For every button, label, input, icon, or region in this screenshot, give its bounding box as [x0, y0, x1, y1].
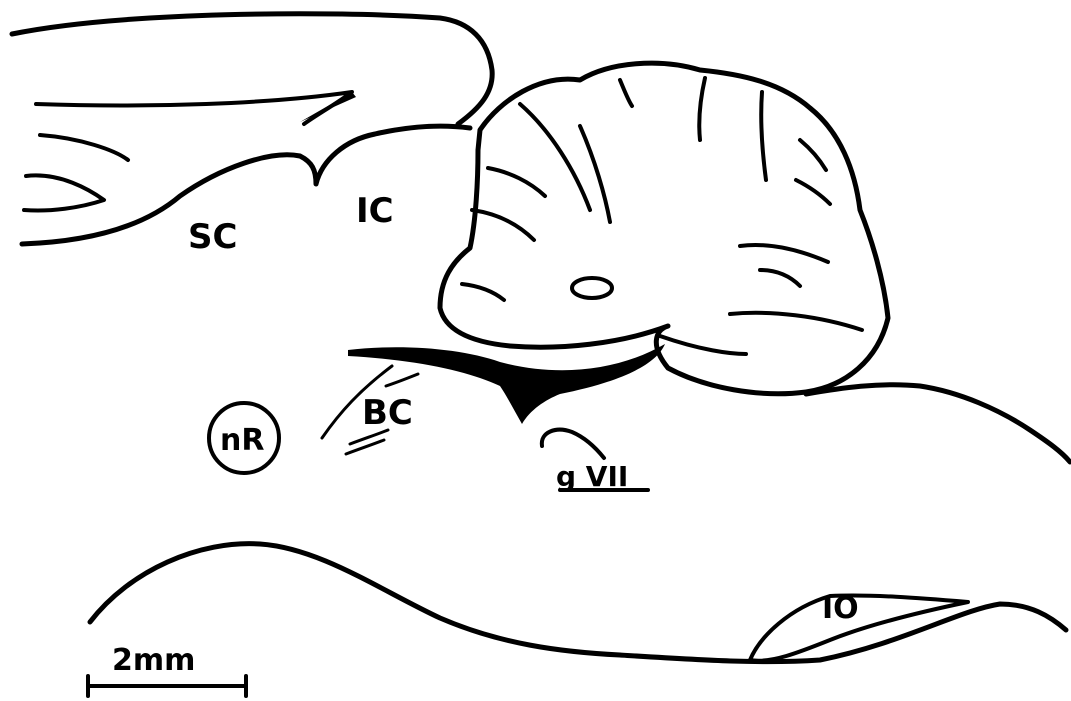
brainstem-ventral-surface	[90, 544, 1066, 662]
cerebellum-folium-14	[660, 336, 746, 354]
cerebrum-fold-lower	[24, 175, 104, 210]
cerebellum-folium-10	[730, 313, 862, 330]
label-ic: IC	[356, 191, 394, 231]
cerebellum-folium-7	[796, 180, 830, 204]
label-scale-bar: 2mm	[112, 643, 195, 678]
label-sc: SC	[188, 217, 237, 257]
label-inferior-olive: IO	[822, 591, 859, 626]
cerebellum-folium-4	[699, 78, 705, 140]
cerebellum-folium-3	[620, 80, 632, 106]
cerebellum-folium-9	[760, 270, 800, 286]
cerebellum-folium-5	[761, 92, 766, 180]
cerebellum-folium-13	[462, 284, 504, 300]
cerebellum-folium-2	[580, 126, 610, 222]
brainstem-dorsal-surface	[806, 385, 1070, 462]
label-bc: BC	[362, 393, 413, 433]
cerebrum-outline	[12, 14, 492, 124]
cerebellar-nucleus-oval	[572, 278, 612, 298]
cerebellum-folium-6	[800, 140, 826, 170]
cerebellum-folium-1	[520, 104, 590, 210]
label-nr: nR	[220, 423, 264, 458]
cerebrum-fold	[40, 135, 128, 160]
bc-fibre-line-2	[386, 374, 418, 386]
cerebellum-folium-12	[472, 210, 534, 240]
facial-genu-curve	[542, 430, 604, 458]
scale-bar	[88, 676, 246, 696]
cerebellum-folium-8	[740, 245, 828, 262]
cerebrum-inner-curve	[36, 92, 352, 124]
cerebellum-folium-11	[488, 168, 545, 196]
cerebellum-outline	[440, 63, 888, 394]
label-facial-genu: g VII	[556, 460, 628, 493]
